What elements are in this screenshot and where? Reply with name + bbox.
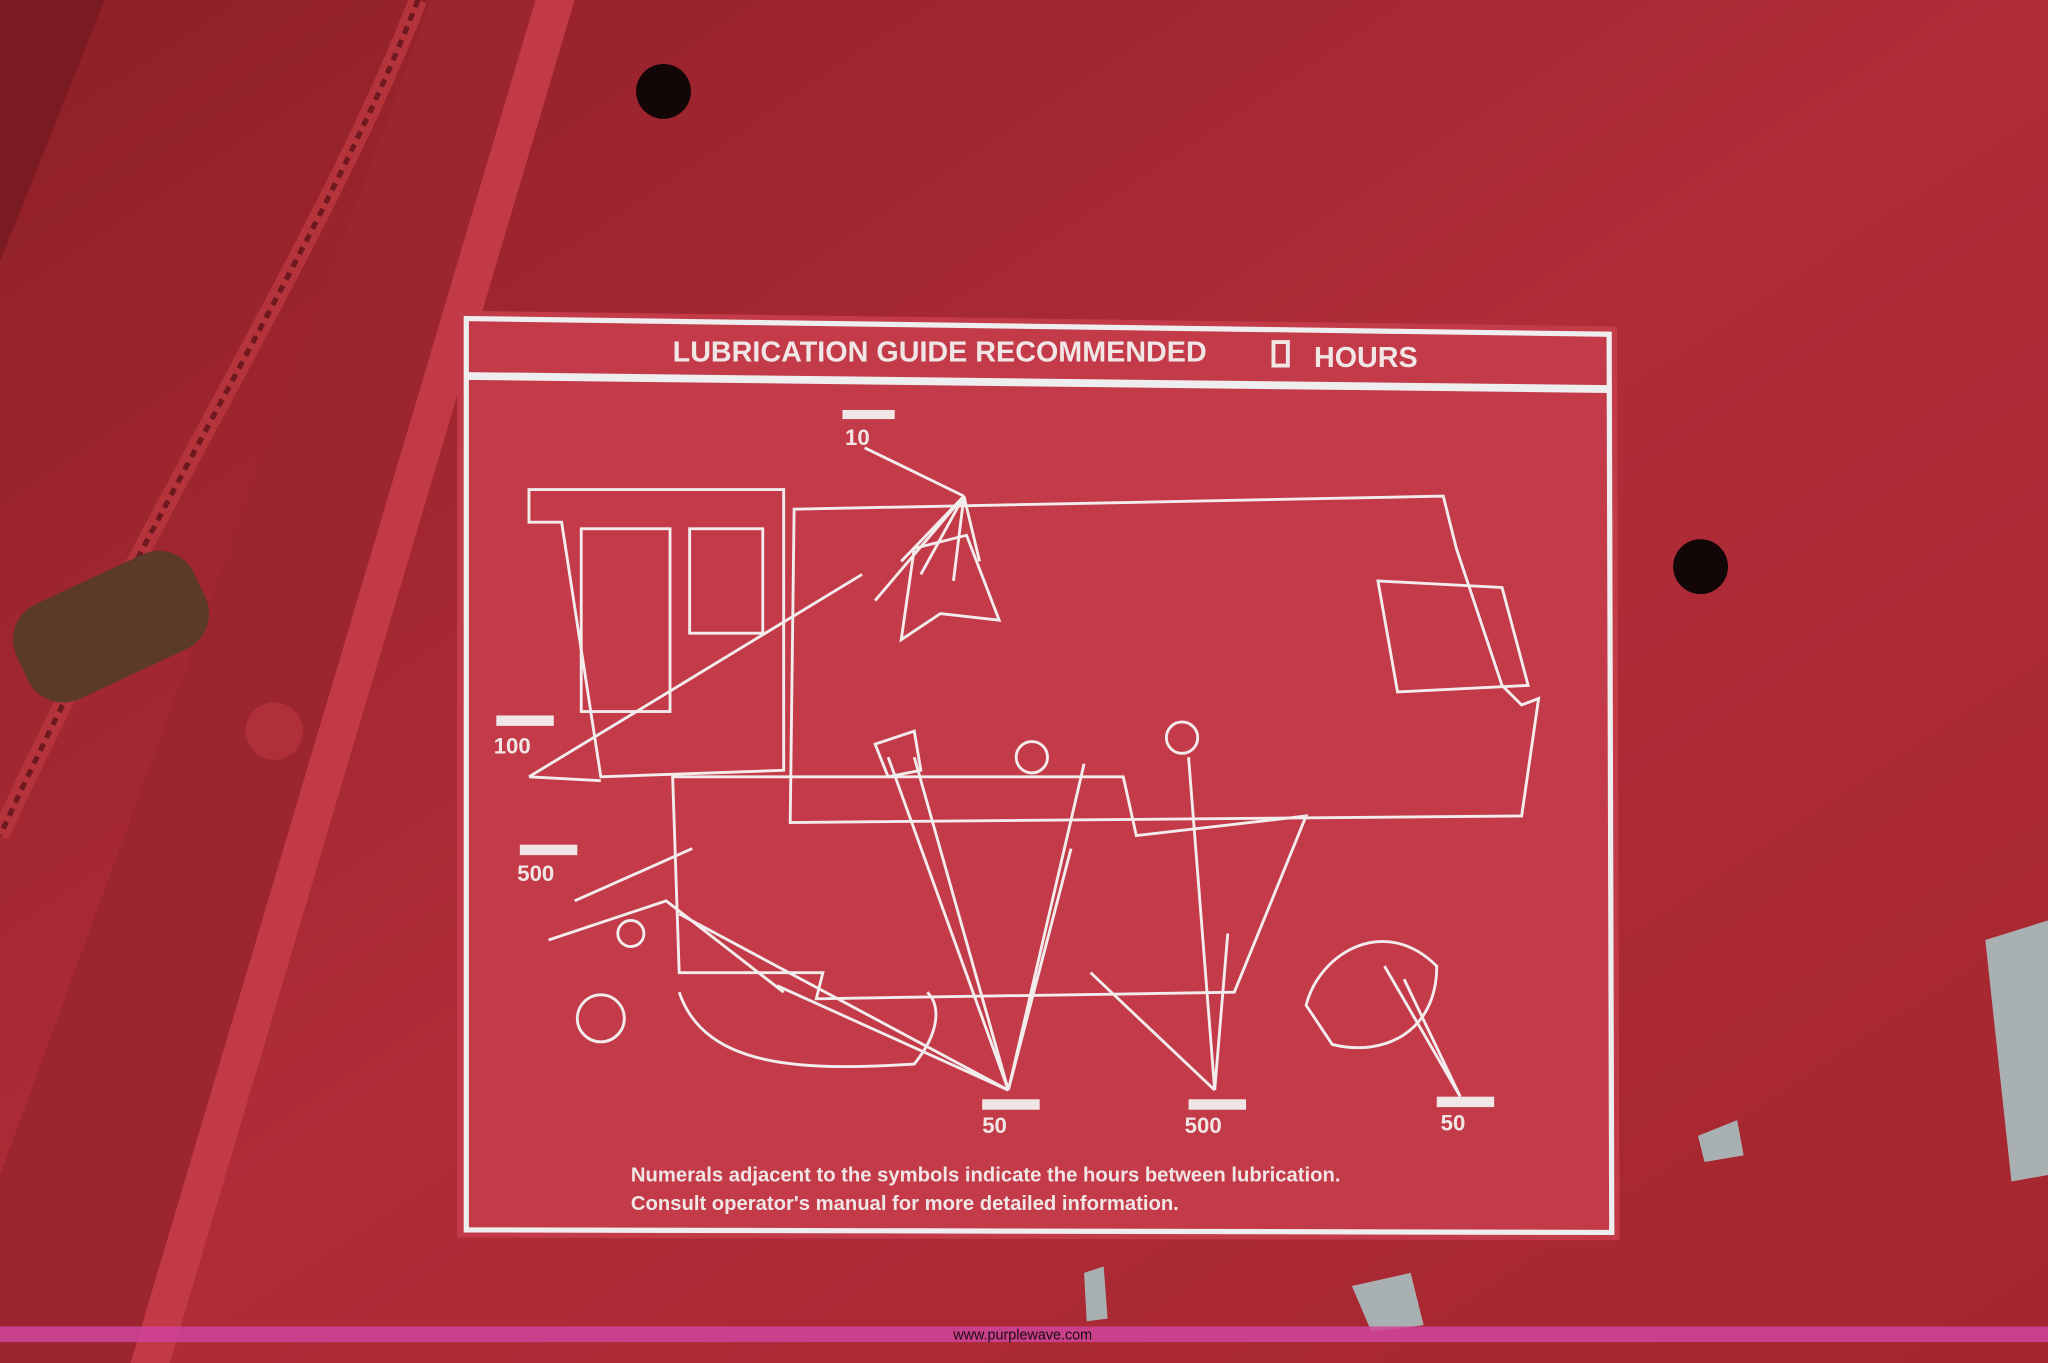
- hours-label: 50: [982, 1113, 1007, 1138]
- bolt-hole: [1673, 539, 1728, 595]
- pointer-lines: [528, 446, 1462, 1098]
- grease-gun-icon: [1436, 1096, 1495, 1108]
- decal-title-hours: HOURS: [1314, 342, 1418, 374]
- interval-10: 10: [842, 409, 895, 450]
- hours-label: 50: [1441, 1111, 1466, 1136]
- bolt-hole: [636, 63, 691, 119]
- grease-gun-icon: [842, 409, 895, 420]
- combine-diagram: [527, 488, 1541, 1069]
- lubrication-decal: LUBRICATION GUIDE RECOMMENDED HOURS: [457, 310, 1620, 1241]
- hours-label: 10: [845, 425, 870, 450]
- grease-gun-icon: [1188, 1099, 1247, 1110]
- hours-label: 500: [1185, 1113, 1222, 1138]
- interval-500-right: 500: [1185, 1099, 1247, 1138]
- watermark-text: www.purplewave.com: [952, 1328, 1092, 1344]
- hours-label: 500: [517, 861, 554, 886]
- interval-50-right: 50: [1436, 1096, 1495, 1136]
- decal-title: LUBRICATION GUIDE RECOMMENDED: [673, 337, 1207, 369]
- watermark-band: [0, 1326, 2048, 1343]
- note-line-1: Numerals adjacent to the symbols indicat…: [631, 1165, 1341, 1187]
- note-line-2: Consult operator's manual for more detai…: [631, 1193, 1179, 1215]
- interval-100: 100: [494, 715, 554, 758]
- interval-50-center: 50: [982, 1099, 1040, 1138]
- interval-500-left: 500: [517, 844, 578, 886]
- grease-gun-icon: [519, 844, 578, 856]
- hourglass-icon: [1271, 340, 1290, 368]
- grease-gun-icon: [982, 1099, 1040, 1110]
- paint-chips: [1084, 920, 2048, 1332]
- grease-gun-icon: [496, 715, 554, 726]
- hours-label: 100: [494, 733, 531, 758]
